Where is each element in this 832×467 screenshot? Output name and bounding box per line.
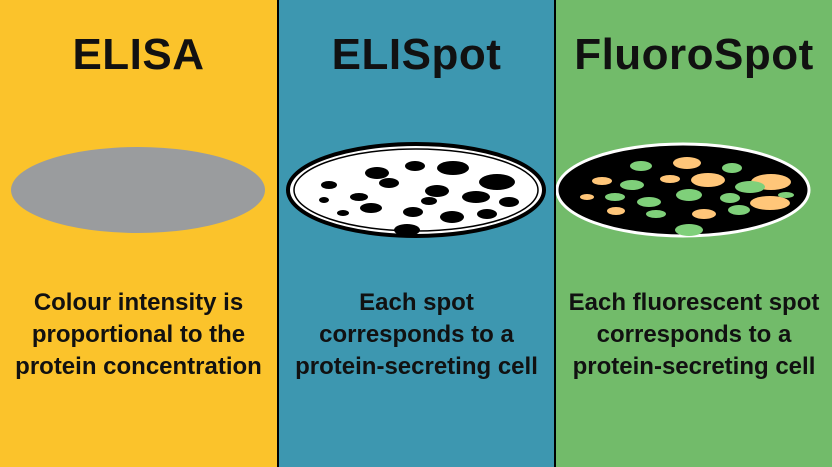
- panel-description: Each fluorescent spot corresponds to a p…: [568, 289, 820, 380]
- spot: [319, 197, 329, 203]
- spot: [403, 207, 423, 217]
- fluorospot-spots: [580, 157, 794, 236]
- panel-title: FluoroSpot: [574, 30, 814, 79]
- spot: [692, 209, 716, 219]
- spot: [722, 163, 742, 173]
- fluorospot-dish-icon: [556, 142, 811, 238]
- spot: [499, 197, 519, 207]
- elispot-spots: [319, 161, 519, 236]
- spot: [675, 224, 703, 236]
- spot: [620, 180, 644, 190]
- spot: [660, 175, 680, 183]
- spot: [405, 161, 425, 171]
- spot: [365, 167, 389, 179]
- panel-title: ELISA: [72, 30, 205, 79]
- spot: [350, 193, 368, 201]
- elispot-dish-icon: [286, 142, 546, 238]
- spot: [337, 210, 349, 216]
- panel-description: Colour intensity is proportional to the …: [15, 289, 262, 380]
- spot: [637, 197, 661, 207]
- spot: [394, 224, 420, 236]
- spot: [440, 211, 464, 223]
- spot: [479, 174, 515, 190]
- panel-title: ELISpot: [331, 30, 502, 79]
- elisa-dish: [11, 147, 265, 233]
- spot: [778, 192, 794, 198]
- panel-elisa: ELISA Colour intensity is proportional t…: [0, 0, 277, 467]
- spot: [673, 157, 701, 169]
- spot: [605, 193, 625, 201]
- spot: [360, 203, 382, 213]
- spot: [630, 161, 652, 171]
- spot: [607, 207, 625, 215]
- elisa-dish-icon: [11, 147, 265, 233]
- spot: [728, 205, 750, 215]
- spot: [676, 189, 702, 201]
- spot: [592, 177, 612, 185]
- elispot-dish: [286, 142, 546, 238]
- spot: [580, 194, 594, 200]
- panel-description: Each spot corresponds to a protein-secre…: [295, 289, 538, 380]
- spot: [421, 197, 437, 205]
- spot: [477, 209, 497, 219]
- spot: [646, 210, 666, 218]
- spot: [750, 196, 790, 210]
- spot: [425, 185, 449, 197]
- panel-elispot: ELISpot Each spot corresponds to a prote…: [279, 0, 554, 467]
- spot: [321, 181, 337, 189]
- spot: [462, 191, 490, 203]
- spot: [437, 161, 469, 175]
- spot: [691, 173, 725, 187]
- spot: [379, 178, 399, 188]
- panel-fluorospot: FluoroSpot Each fluorescent spot corresp…: [556, 0, 832, 467]
- spot: [735, 181, 765, 193]
- spot: [720, 193, 740, 203]
